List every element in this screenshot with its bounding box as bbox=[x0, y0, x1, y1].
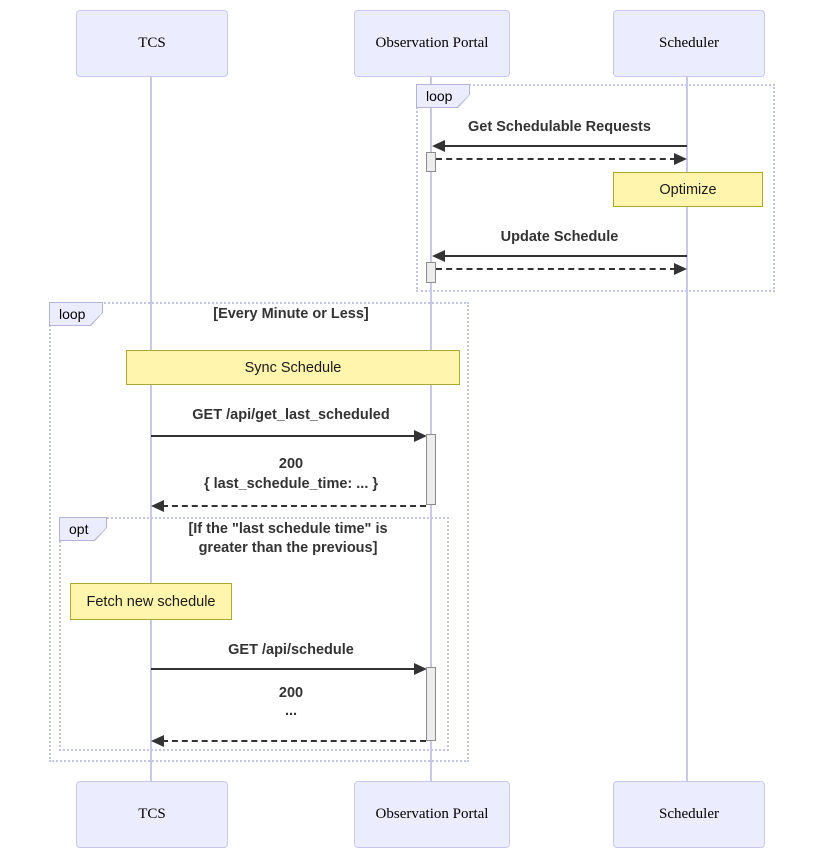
actor-top-scheduler: Scheduler bbox=[613, 10, 765, 77]
arrowhead-right-icon bbox=[414, 663, 427, 675]
opt-label: opt bbox=[60, 518, 106, 540]
message-schedule-response-code: 200 bbox=[278, 685, 304, 701]
arrow-line bbox=[151, 668, 416, 670]
note-label: Fetch new schedule bbox=[86, 593, 216, 610]
message-get-last-scheduled: GET /api/get_last_scheduled bbox=[192, 407, 390, 423]
message-get-schedule: GET /api/schedule bbox=[228, 642, 354, 658]
arrow-get-schedule bbox=[151, 663, 427, 675]
activation-bar-portal bbox=[426, 152, 436, 172]
actor-bottom-scheduler: Scheduler bbox=[613, 781, 765, 848]
note-sync-schedule: Sync Schedule bbox=[126, 350, 460, 385]
arrow-line bbox=[151, 435, 416, 437]
loop-label: loop bbox=[50, 303, 102, 325]
opt-label-tab: opt bbox=[59, 517, 107, 541]
activation-bar-portal bbox=[426, 434, 436, 505]
loop-label-tab: loop bbox=[49, 302, 103, 326]
arrowhead-left-icon bbox=[151, 500, 164, 512]
arrow-update-schedule bbox=[432, 250, 687, 262]
arrow-line bbox=[436, 268, 676, 270]
arrow-line bbox=[443, 255, 687, 257]
arrow-line bbox=[443, 145, 687, 147]
arrowhead-left-icon bbox=[432, 250, 445, 262]
arrow-get-schedulable-reply bbox=[436, 153, 687, 165]
arrow-update-schedule-reply bbox=[436, 263, 687, 275]
note-fetch-new-schedule: Fetch new schedule bbox=[70, 583, 232, 620]
message-update-schedule: Update Schedule bbox=[500, 229, 619, 245]
loop-frame-sync bbox=[49, 302, 469, 762]
activation-bar-portal bbox=[426, 667, 436, 741]
actor-top-observation-portal: Observation Portal bbox=[354, 10, 510, 77]
arrowhead-left-icon bbox=[151, 735, 164, 747]
note-label: Sync Schedule bbox=[244, 359, 342, 376]
actor-label: Observation Portal bbox=[375, 806, 489, 822]
arrow-last-scheduled-reply bbox=[151, 500, 426, 512]
actor-bottom-observation-portal: Observation Portal bbox=[354, 781, 510, 848]
arrow-line bbox=[162, 740, 426, 742]
loop-condition: [Every Minute or Less] bbox=[213, 306, 369, 322]
actor-label: Observation Portal bbox=[375, 35, 489, 51]
arrow-schedule-reply bbox=[151, 735, 426, 747]
actor-label: TCS bbox=[138, 35, 166, 51]
actor-bottom-tcs: TCS bbox=[76, 781, 228, 848]
arrow-line bbox=[436, 158, 676, 160]
arrow-get-last-scheduled bbox=[151, 430, 427, 442]
loop-frame-scheduler bbox=[416, 84, 775, 292]
actor-label: TCS bbox=[138, 806, 166, 822]
message-schedule-response-body: ... bbox=[284, 703, 298, 719]
arrow-line bbox=[162, 505, 426, 507]
opt-condition-line1: [If the "last schedule time" is bbox=[188, 521, 388, 537]
arrowhead-left-icon bbox=[432, 140, 445, 152]
note-optimize: Optimize bbox=[613, 172, 763, 207]
opt-condition-line2: greater than the previous] bbox=[198, 540, 378, 556]
activation-bar-portal bbox=[426, 262, 436, 283]
arrow-get-schedulable-requests bbox=[432, 140, 687, 152]
actor-label: Scheduler bbox=[659, 35, 719, 51]
note-label: Optimize bbox=[659, 181, 717, 198]
arrowhead-right-icon bbox=[674, 263, 687, 275]
message-last-scheduled-response-body: { last_schedule_time: ... } bbox=[203, 476, 379, 492]
lifeline-tcs bbox=[150, 75, 152, 781]
lifeline-observation-portal bbox=[430, 75, 432, 781]
arrowhead-right-icon bbox=[674, 153, 687, 165]
message-last-scheduled-response-code: 200 bbox=[278, 456, 304, 472]
actor-label: Scheduler bbox=[659, 806, 719, 822]
opt-frame bbox=[59, 517, 449, 751]
loop-label-tab: loop bbox=[416, 84, 470, 108]
loop-label: loop bbox=[417, 85, 469, 107]
lifeline-scheduler bbox=[686, 75, 688, 781]
arrowhead-right-icon bbox=[414, 430, 427, 442]
actor-top-tcs: TCS bbox=[76, 10, 228, 77]
message-get-schedulable-requests: Get Schedulable Requests bbox=[468, 119, 651, 135]
